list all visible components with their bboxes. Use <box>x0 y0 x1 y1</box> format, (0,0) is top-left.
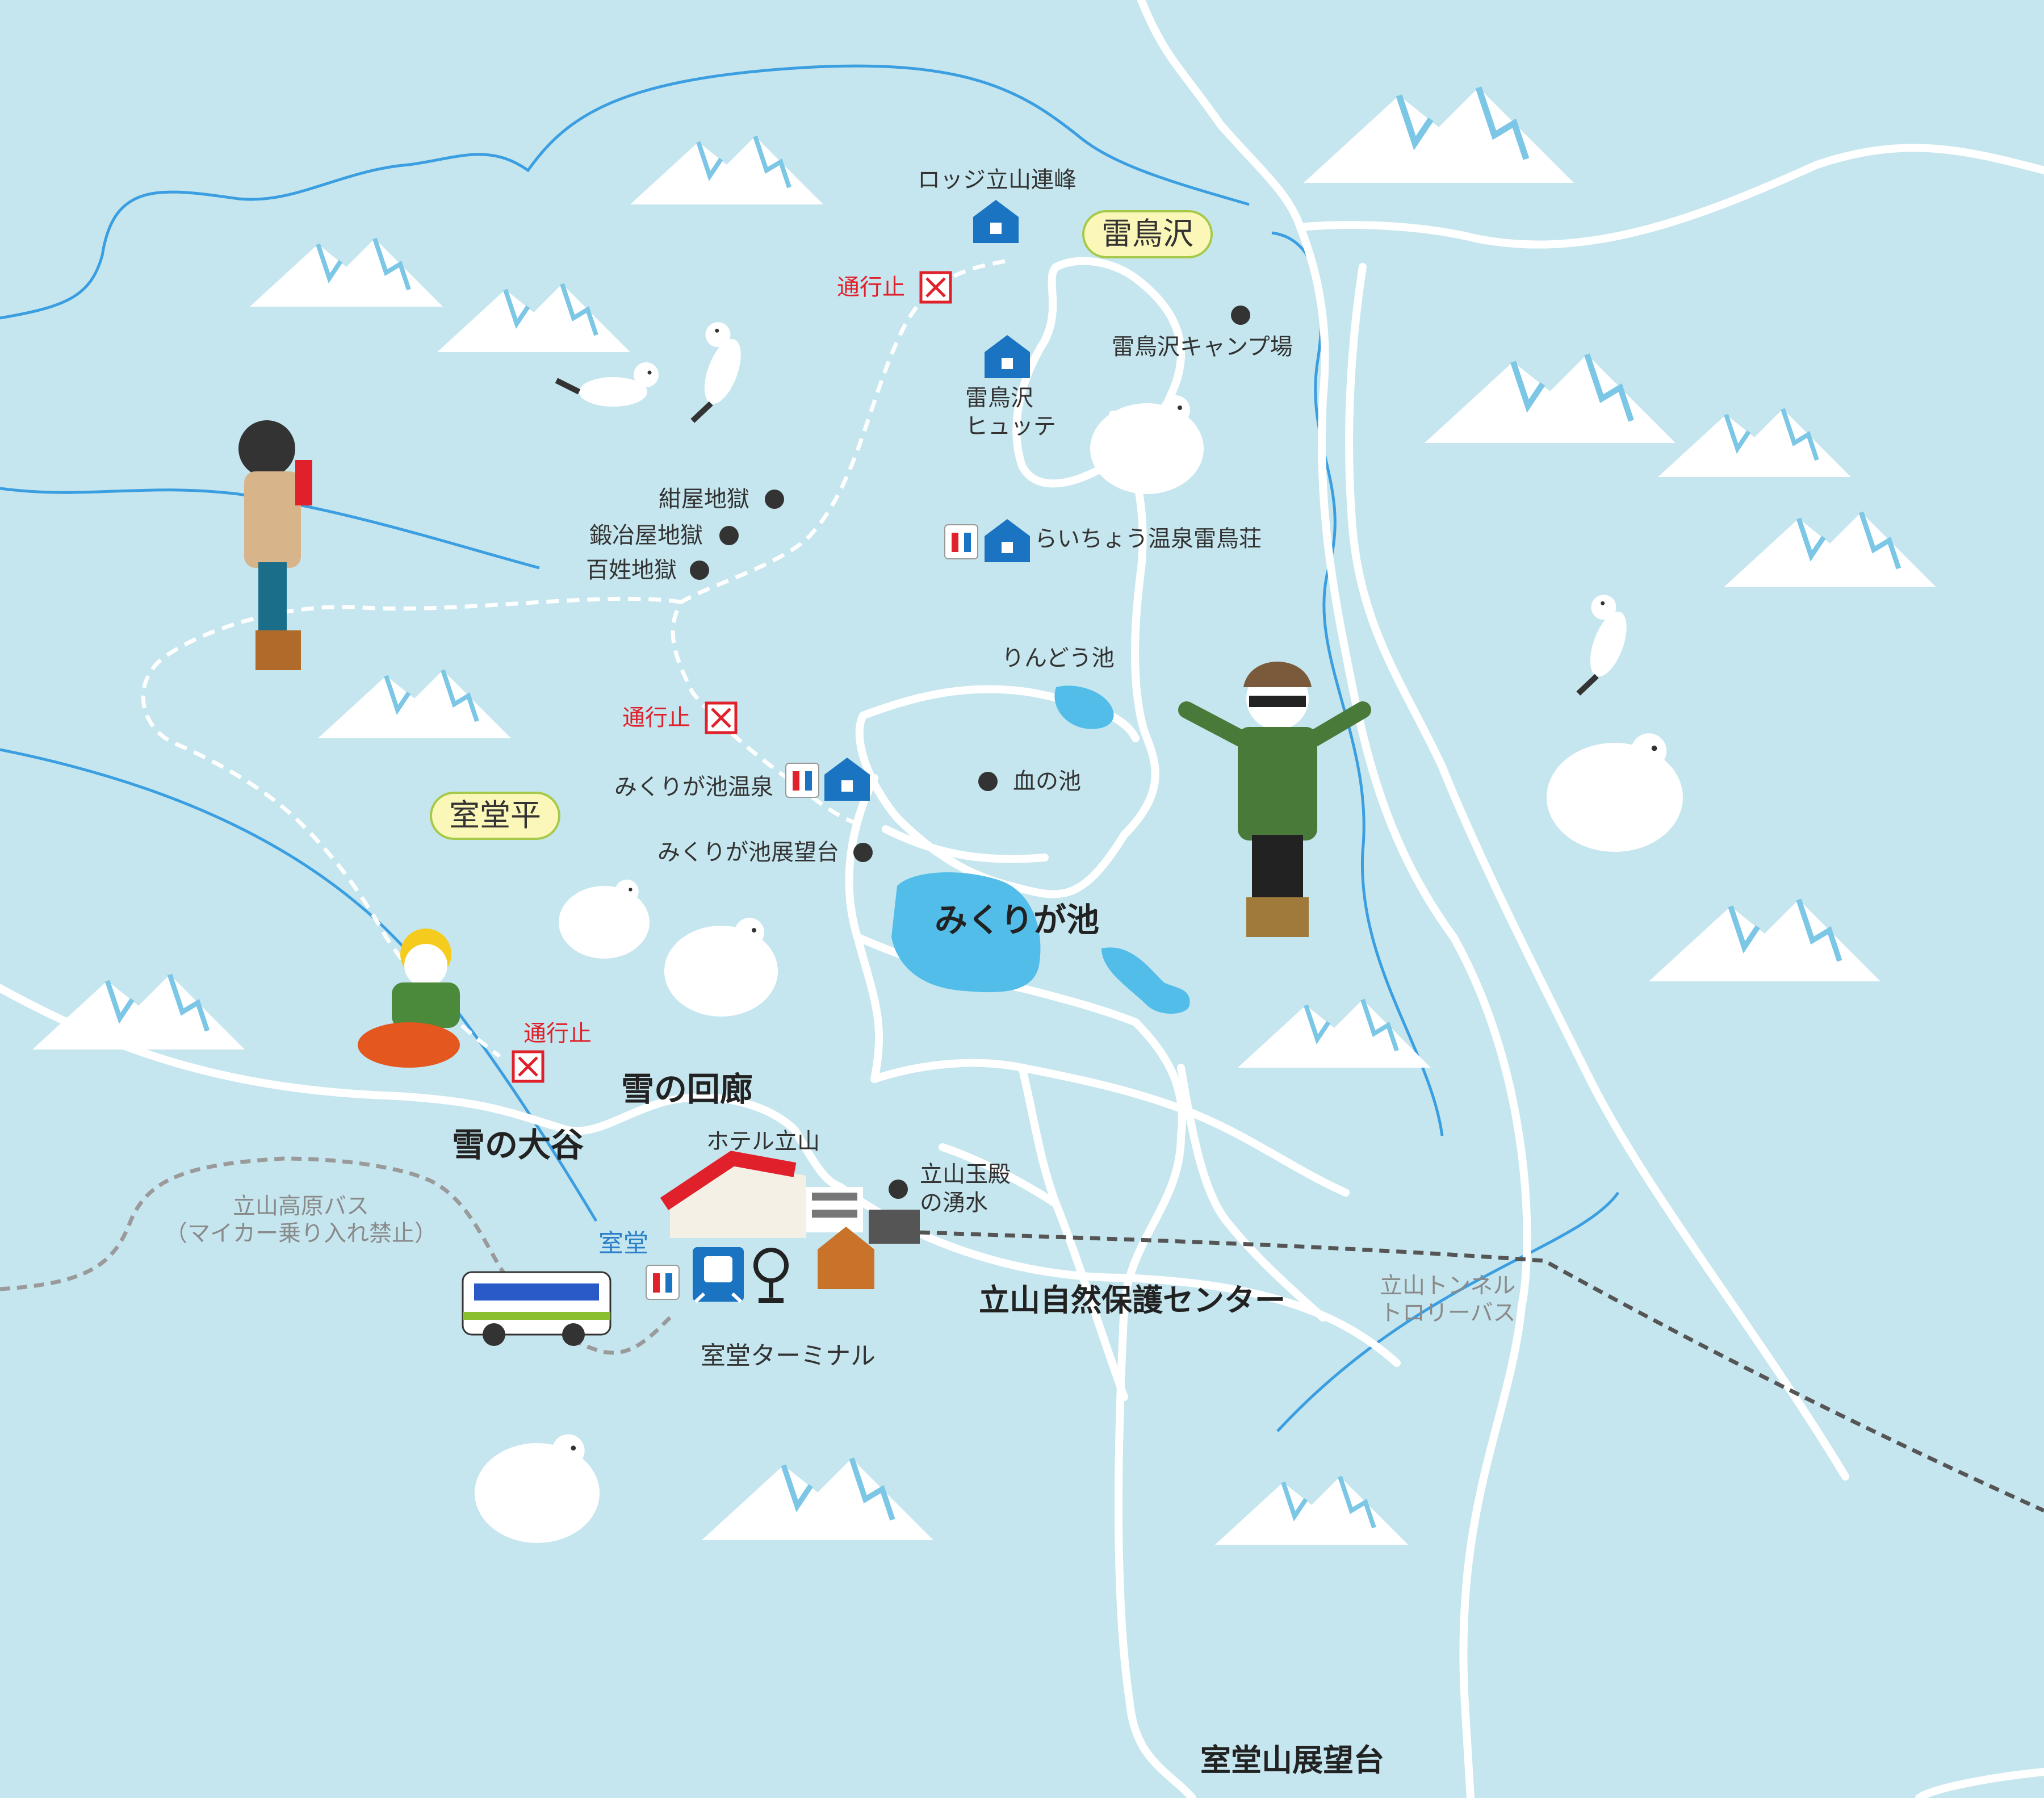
label-yuki-no-kairo: 雪の回廊 <box>621 1070 753 1109</box>
mountain-icon <box>250 239 443 307</box>
poi-dots <box>690 306 1250 1199</box>
hut-icon <box>985 335 1030 378</box>
label-trolley-route-1: 立山トンネル <box>1380 1273 1516 1299</box>
label-yuki-no-otani: 雪の大谷 <box>452 1126 584 1164</box>
label-mikurigaike-observatory: みくりが池展望台 <box>657 839 839 865</box>
bus-icon <box>462 1271 611 1346</box>
label-mikurigaike: みくりが池 <box>935 901 1100 939</box>
mountain-icon <box>702 1458 933 1540</box>
label-bus-route: 立山高原バス （マイカー乗り入れ禁止） <box>165 1193 437 1247</box>
mountain-icon <box>1658 409 1851 477</box>
label-murodo-terminal: 室堂ターミナル <box>701 1341 876 1370</box>
area-label-murodo-daira: 室堂平 <box>430 792 560 840</box>
ponds <box>891 685 1190 1014</box>
ptarmigan-icon <box>559 879 650 959</box>
ptarmigan-icon <box>1090 395 1204 494</box>
label-raichozawa-hutte-1: 雷鳥沢 <box>965 385 1033 411</box>
trolley-route <box>919 1230 2044 1513</box>
label-chi-no-ike: 血の池 <box>1013 768 1081 795</box>
mountain-icon <box>630 136 823 204</box>
mountain-icon <box>1724 512 1936 587</box>
label-trolley-route: 立山トンネル トロリーバス <box>1380 1272 1516 1327</box>
label-konya-jigoku: 紺屋地獄 <box>659 486 749 512</box>
mountain-icon <box>437 284 630 352</box>
restroom-icon <box>944 524 978 559</box>
stoat-icon <box>676 319 752 430</box>
label-tamadono-2: の湧水 <box>920 1190 988 1216</box>
person-icon <box>238 420 312 670</box>
closure-label: 通行止 <box>622 705 690 731</box>
station-icon <box>693 1247 744 1303</box>
person-icon <box>1178 662 1371 937</box>
label-hotel-tateyama: ホテル立山 <box>706 1128 820 1155</box>
label-murodoyama-observatory: 室堂山展望台 <box>1200 1742 1384 1778</box>
label-nature-center: 立山自然保護センター <box>979 1282 1285 1318</box>
restroom-icon <box>646 1265 680 1300</box>
mountain-icon <box>318 670 511 738</box>
mountain-icon <box>1238 1000 1431 1068</box>
ptarmigan-icon <box>664 918 778 1017</box>
info-icon <box>753 1248 789 1303</box>
ptarmigan-icon <box>1547 733 1683 852</box>
mountain-icon <box>1649 900 1880 981</box>
label-bus-route-1: 立山高原バス <box>233 1193 369 1219</box>
label-rindo-ike: りんどう池 <box>1002 645 1115 671</box>
closed-x-icon <box>706 703 736 733</box>
mountain-icon <box>32 975 245 1049</box>
mountain-icon <box>1304 87 1574 183</box>
stoat-icon <box>556 362 659 407</box>
label-kajiya-jigoku: 鍛冶屋地獄 <box>589 522 703 549</box>
label-raichozawa-hutte-2: ヒュッテ <box>965 413 1056 440</box>
label-trolley-route-2: トロリーバス <box>1380 1300 1516 1326</box>
closure-label: 通行止 <box>523 1021 592 1047</box>
restroom-icon <box>785 763 819 798</box>
label-raichozawa-camp: 雷鳥沢キャンプ場 <box>1112 334 1293 360</box>
label-bus-route-2: （マイカー乗り入れ禁止） <box>165 1220 437 1247</box>
label-hyakusho-jigoku: 百姓地獄 <box>586 557 677 583</box>
trails <box>141 259 1006 1058</box>
label-tamadono: 立山玉殿 の湧水 <box>920 1160 1011 1217</box>
hut-icon <box>973 200 1019 243</box>
hotel-building <box>660 1151 920 1289</box>
label-tamadono-1: 立山玉殿 <box>920 1161 1011 1187</box>
label-raichozawa-hutte: 雷鳥沢 ヒュッテ <box>965 384 1056 441</box>
closed-x-icon <box>921 273 950 302</box>
chinoike-pond <box>1101 947 1190 1014</box>
label-lodge-tateyama-renpo: ロッジ立山連峰 <box>918 167 1077 193</box>
hut-icon <box>985 519 1030 562</box>
ptarmigan-icon <box>475 1434 600 1543</box>
rindo-pond <box>1054 685 1114 729</box>
label-murodo: 室堂 <box>598 1229 648 1258</box>
stoat-icon <box>1561 591 1638 703</box>
person-icon <box>358 929 460 1068</box>
label-raicho-onsen: らいちょう温泉雷鳥荘 <box>1034 526 1262 552</box>
label-mikurigaike-onsen: みくりが池温泉 <box>614 774 773 800</box>
mikurigaike-pond <box>891 872 1041 993</box>
area-label-raichozawa: 雷鳥沢 <box>1082 210 1213 258</box>
mountain-icon <box>1215 1477 1408 1545</box>
closed-x-icon <box>513 1052 543 1081</box>
mountain-icon <box>1425 354 1676 443</box>
closure-label: 通行止 <box>837 274 905 300</box>
